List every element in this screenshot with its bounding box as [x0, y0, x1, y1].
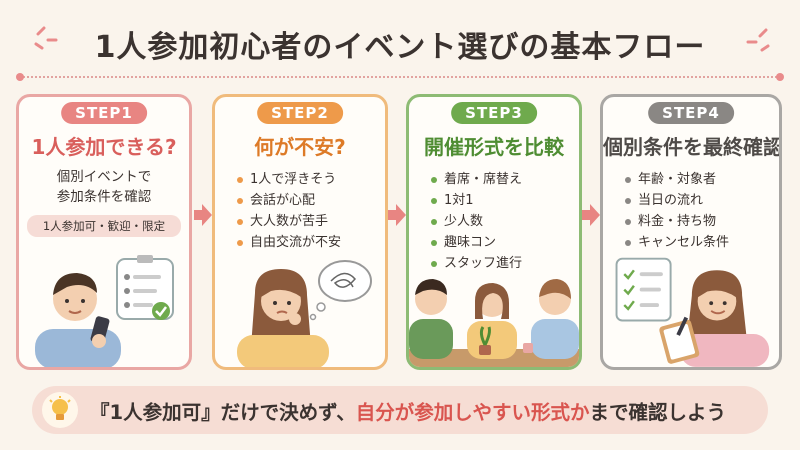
step-bullet-list: 1人で浮きそう 会話が心配 大人数が苦手 自由交流が不安: [237, 169, 341, 253]
step-heading: 何が不安?: [254, 135, 346, 159]
step-badge: STEP3: [451, 102, 537, 124]
step-badge: STEP1: [61, 102, 147, 124]
step-bullet: 料金・持ち物: [625, 211, 729, 232]
man-with-smartphone-checklist-icon: [35, 255, 174, 367]
step-bullet: 1人で浮きそう: [237, 169, 341, 190]
bottom-tip-banner: 『1人参加可』だけで決めず、自分が参加しやすい形式かまで確認しよう: [32, 386, 768, 434]
step-description-line: 個別イベントで: [56, 169, 152, 185]
tip-part-1: 『1人参加可』だけで決めず、: [90, 400, 356, 424]
step-card-1: STEP1 1人参加できる? 個別イベントで 参加条件を確認 1人参加可・歓迎・…: [16, 94, 192, 370]
step-badge: STEP4: [648, 102, 734, 124]
step-heading: 個別条件を最終確認: [603, 135, 782, 159]
woman-with-clipboard-checklist-icon: [615, 257, 770, 367]
step-badge: STEP2: [257, 102, 343, 124]
step-bullet: 当日の流れ: [625, 190, 729, 211]
page-title: 1人参加初心者のイベント選びの基本フロー: [94, 30, 706, 65]
worried-woman-thought-bubble-icon: [237, 260, 372, 367]
tip-part-3: まで確認しよう: [589, 400, 727, 424]
step-bullet-list: 年齢・対象者 当日の流れ 料金・持ち物 キャンセル条件: [625, 169, 729, 253]
sparkle-decoration-right-icon: [746, 28, 770, 52]
three-people-talking-icon: [409, 279, 579, 367]
step-card-4: STEP4 個別条件を最終確認 年齢・対象者 当日の流れ 料金・持ち物 キャンセ…: [600, 94, 782, 370]
arrow-right-icon: [194, 204, 212, 226]
step-tag: 1人参加可・歓迎・限定: [27, 215, 181, 237]
step-bullet: 趣味コン: [431, 232, 522, 253]
step-card-3: STEP3 開催形式を比較 着席・席替え 1対1 少人数 趣味コン スタッフ進行: [406, 94, 582, 370]
step-bullet: 大人数が苦手: [237, 211, 341, 232]
step-bullet: キャンセル条件: [625, 232, 729, 253]
step-description: 個別イベントで 参加条件を確認: [19, 167, 189, 207]
arrow-right-icon: [582, 204, 600, 226]
lightbulb-icon: [42, 392, 78, 428]
step-bullet: 会話が心配: [237, 190, 341, 211]
step-heading: 1人参加できる?: [31, 135, 177, 159]
bottom-tip-text: 『1人参加可』だけで決めず、自分が参加しやすい形式かまで確認しよう: [90, 386, 726, 434]
tip-highlight: 自分が参加しやすい形式か: [355, 400, 590, 424]
arrow-right-icon: [388, 204, 406, 226]
step-bullet: 着席・席替え: [431, 169, 522, 190]
sparkle-decoration-left-icon: [34, 26, 58, 50]
step-bullet: スタッフ進行: [431, 253, 522, 274]
step-bullet-list: 着席・席替え 1対1 少人数 趣味コン スタッフ進行: [431, 169, 522, 274]
step-card-2: STEP2 何が不安? 1人で浮きそう 会話が心配 大人数が苦手 自由交流が不安: [212, 94, 388, 370]
step-description-line: 参加条件を確認: [56, 189, 152, 205]
title-divider: [16, 73, 784, 81]
step-bullet: 自由交流が不安: [237, 232, 341, 253]
title-bar: 1人参加初心者のイベント選びの基本フロー: [0, 14, 800, 74]
step-heading: 開催形式を比較: [424, 135, 564, 159]
step-bullet: 年齢・対象者: [625, 169, 729, 190]
step-bullet: 少人数: [431, 211, 522, 232]
step-bullet: 1対1: [431, 190, 522, 211]
